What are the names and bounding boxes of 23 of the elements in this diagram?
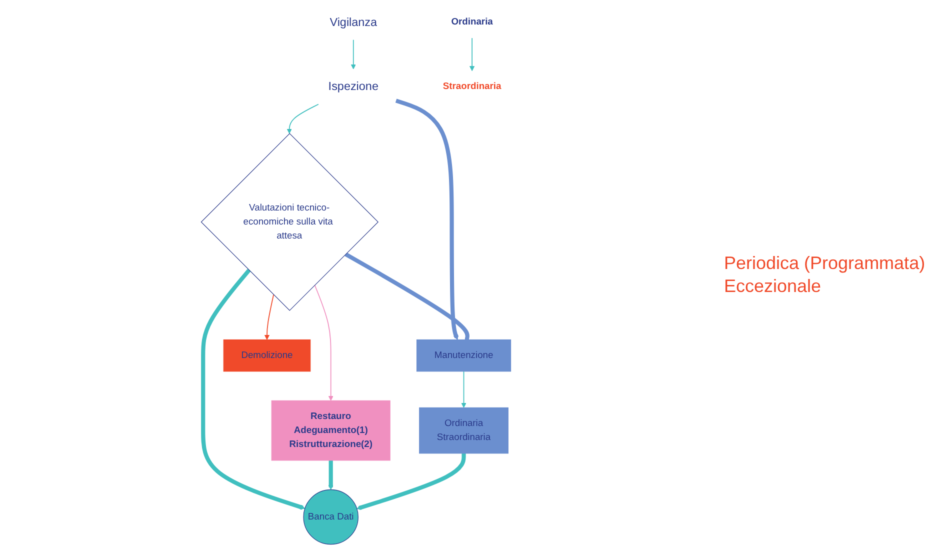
node-box: Manutenzione bbox=[416, 339, 512, 372]
arrow bbox=[314, 284, 334, 401]
arrow bbox=[286, 104, 319, 134]
arrow bbox=[461, 370, 466, 408]
note-text: Eccezionale bbox=[724, 276, 822, 296]
node-text: Vigilanza bbox=[330, 16, 378, 29]
node-circle: Banca Dati bbox=[303, 489, 358, 545]
connector bbox=[344, 252, 470, 340]
note-text: Periodica (Programmata) bbox=[724, 252, 926, 274]
arrow bbox=[350, 39, 356, 70]
arrow bbox=[328, 460, 334, 490]
arrow bbox=[395, 98, 459, 340]
node-text: Ordinaria bbox=[451, 16, 493, 27]
node-text: Ispezione bbox=[328, 80, 378, 94]
node-box: Restauro Adeguamento(1) Ristrutturazione(2) bbox=[271, 400, 390, 461]
node-box: Demolizione bbox=[223, 339, 311, 372]
arrow bbox=[201, 268, 306, 510]
arrow bbox=[470, 38, 475, 72]
arrow bbox=[264, 294, 274, 340]
node-text: Straordinaria bbox=[442, 81, 502, 92]
node-box: Ordinaria Straordinaria bbox=[419, 407, 508, 454]
node-diamond: Valutazioni tecnico-economiche sulla vita attesa bbox=[200, 133, 378, 311]
arrow bbox=[356, 453, 466, 510]
